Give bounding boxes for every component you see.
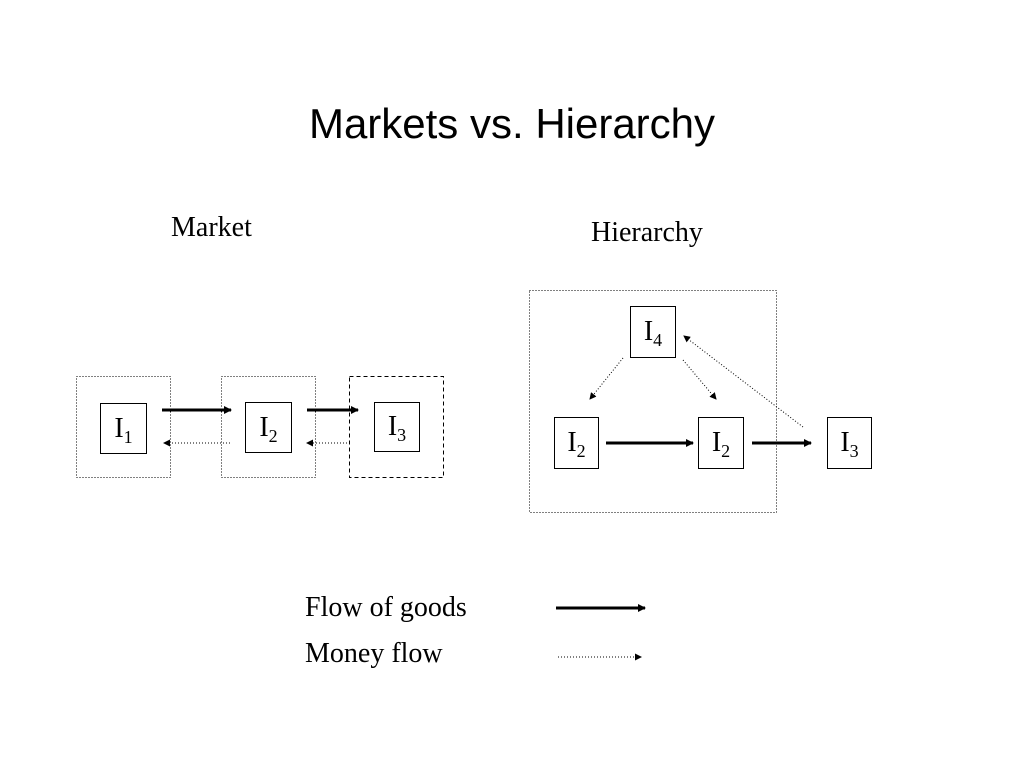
legend-goods-label: Flow of goods [305,592,467,623]
firm-letter: I [840,427,850,458]
firm-subscript: 4 [653,330,663,350]
firm-subscript: 2 [721,441,731,461]
firm-subscript: 3 [849,441,859,461]
hierarchy-money-arrow-3-4 [683,335,804,428]
firm-letter: I [387,411,398,442]
hierarchy-firm-i2-right: I2 [698,417,744,469]
legend-money-label: Money flow [305,638,443,669]
firm-letter: I [114,413,124,444]
firm-letter: I [567,427,577,458]
hierarchy-firm-i4: I4 [630,306,676,358]
market-enclosure-1 [76,376,171,478]
hierarchy-enclosure [529,290,777,513]
firm-subscript: 2 [268,426,278,446]
market-firm-i1: I1 [100,403,147,454]
hierarchy-firm-i3: I3 [827,417,872,469]
hierarchy-money-arrow-4-2b [682,359,717,400]
market-label: Market [171,212,252,243]
firm-letter: I [711,427,722,458]
hierarchy-money-arrow-4-2a [589,357,624,400]
market-firm-i3: I3 [374,402,420,452]
firm-subscript: 3 [397,425,407,445]
hierarchy-label: Hierarchy [591,217,703,248]
firm-letter: I [643,316,654,347]
firm-subscript: 2 [576,441,586,461]
market-enclosure-3 [349,376,444,478]
slide-title: Markets vs. Hierarchy [308,100,716,147]
hierarchy-firm-i2-left: I2 [554,417,599,469]
market-firm-i2: I2 [245,402,292,453]
firm-letter: I [259,412,269,443]
firm-subscript: 1 [123,427,133,447]
market-enclosure-2 [221,376,316,478]
